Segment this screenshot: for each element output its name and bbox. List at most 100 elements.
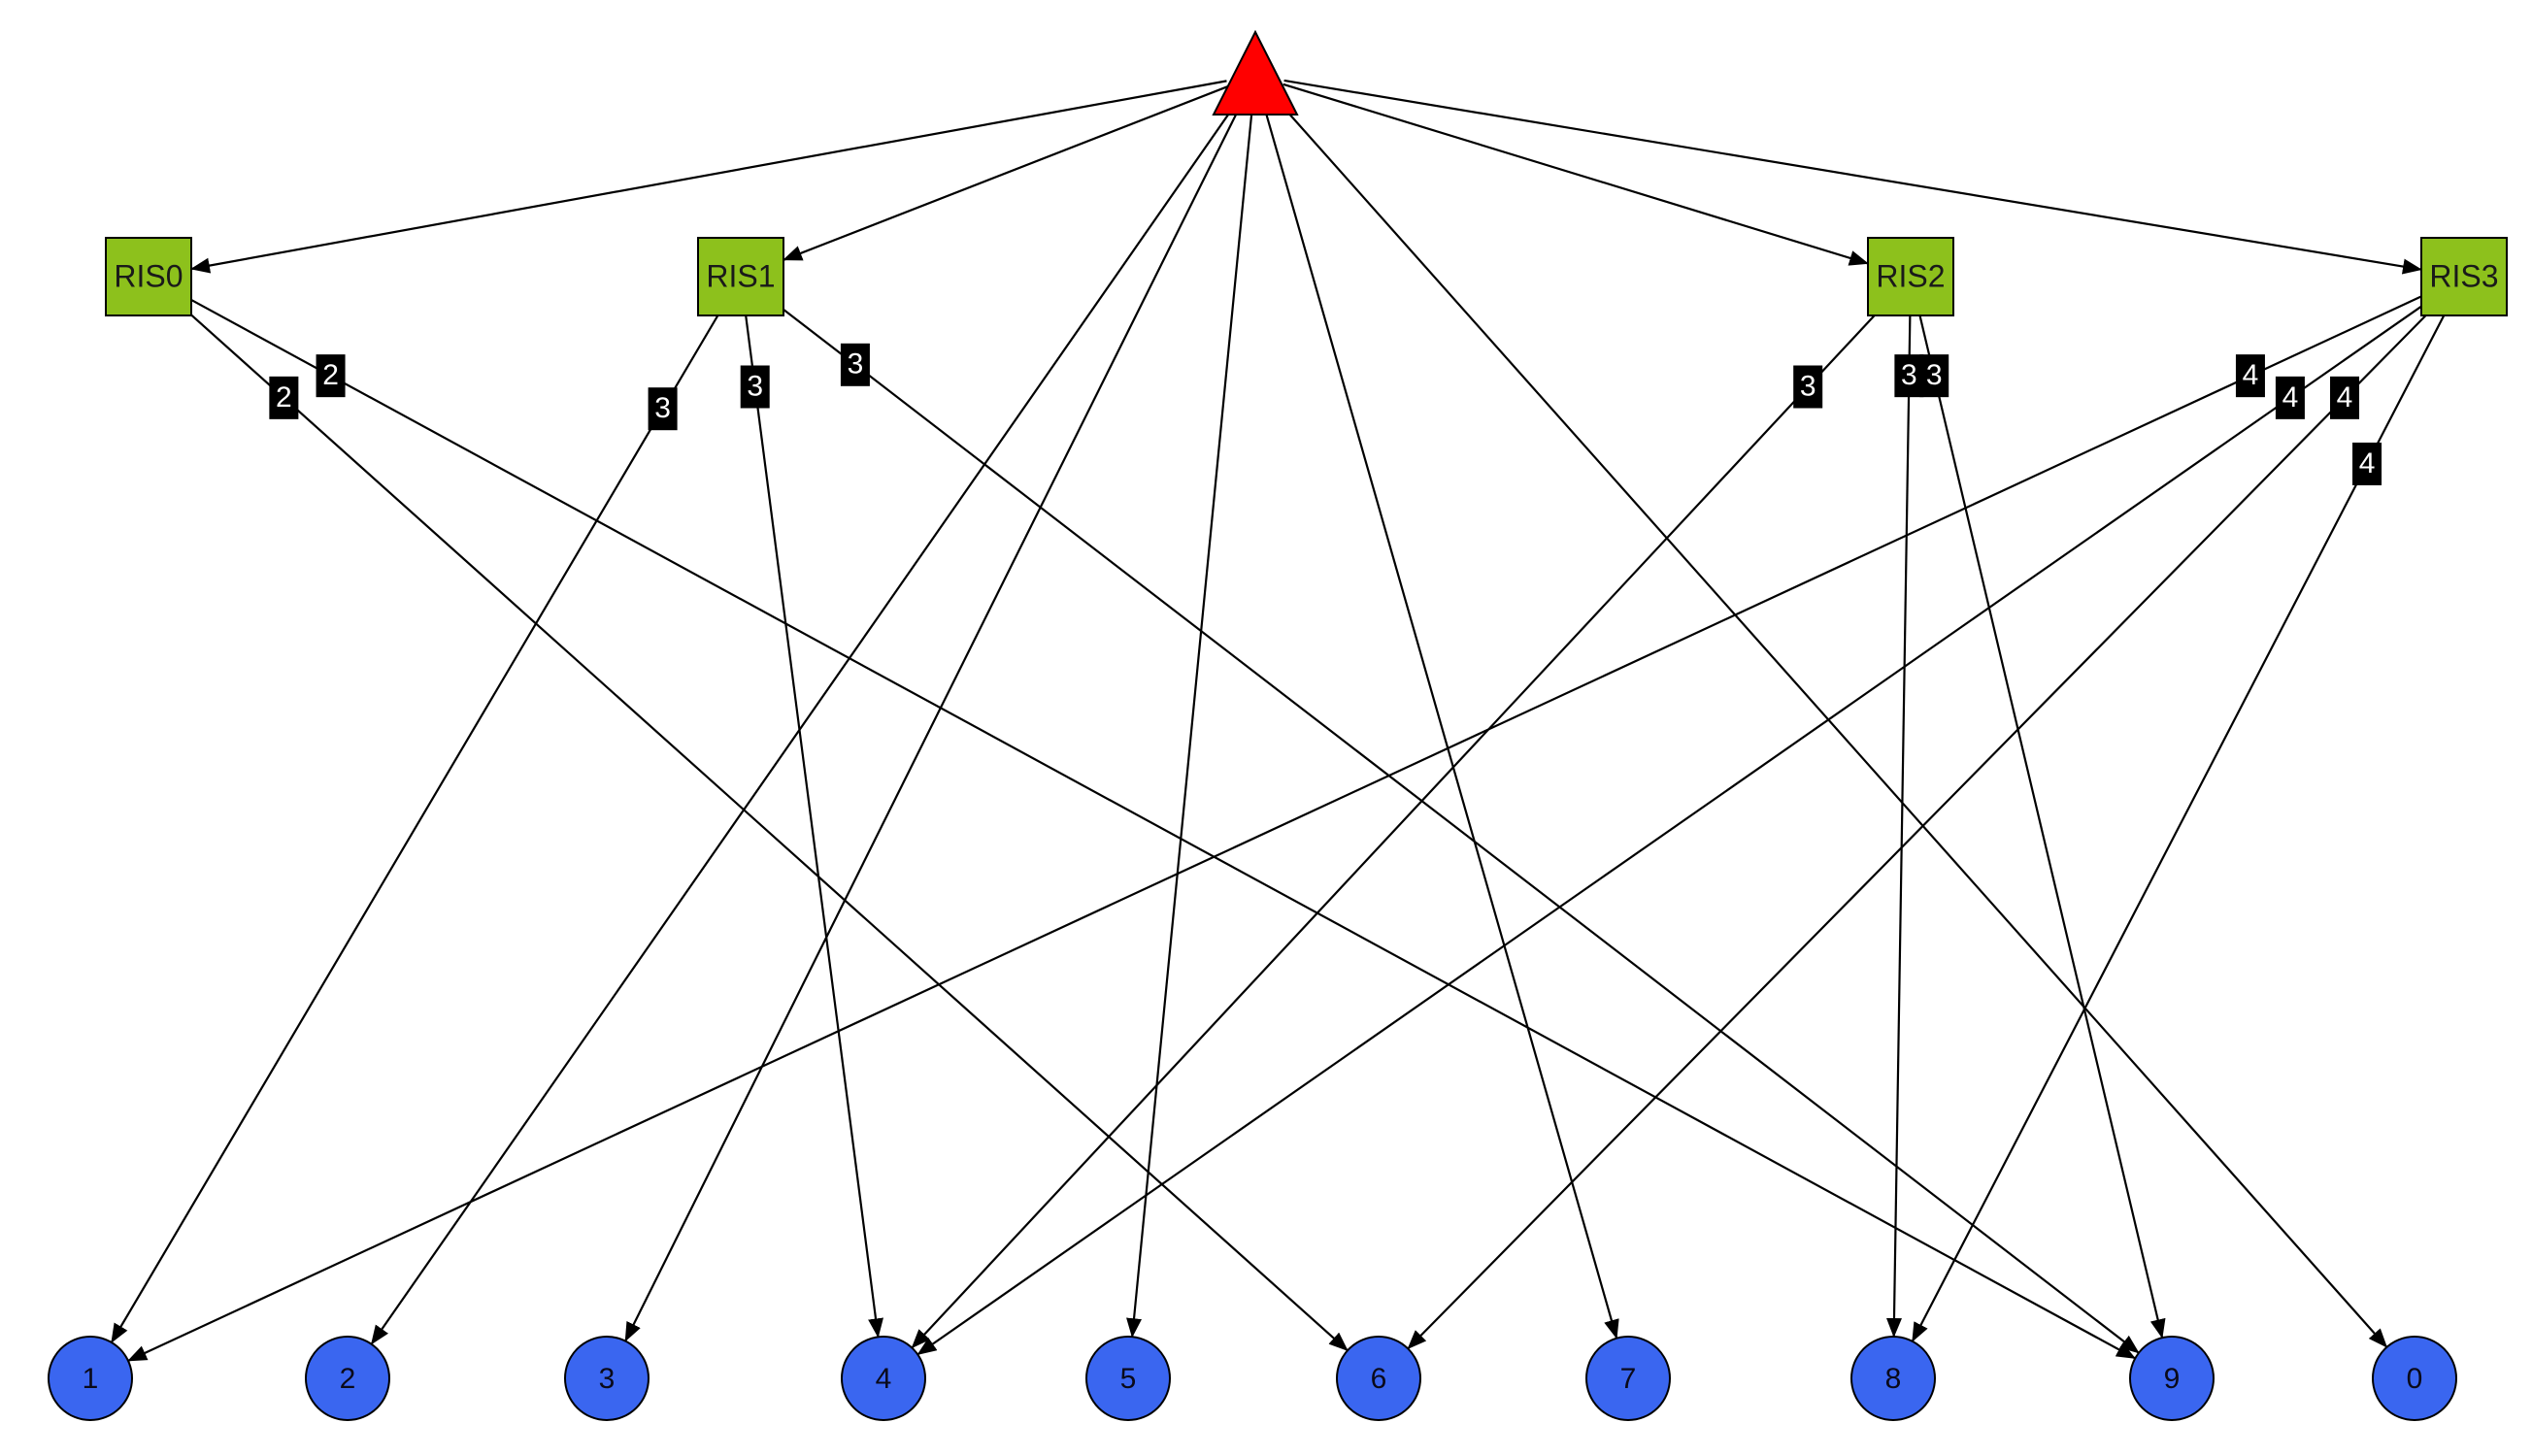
edge-weight-label-bg [2330,376,2360,419]
edge-weight-label: 3 [1919,354,1949,398]
user-node-1: 1 [48,1336,133,1421]
user-node-9: 9 [2129,1336,2215,1421]
edge-ris2-to-u9 [1918,314,2166,1340]
ris-label: RIS2 [1876,258,1945,293]
user-node-2: 2 [305,1336,390,1421]
edge-ris3-to-u6 [1407,314,2427,1350]
edge-weight-label-bg [648,387,678,431]
edge-weight-label-bg [2235,354,2265,398]
user-node-8: 8 [1850,1336,1936,1421]
edge-weight-label-bg [840,343,870,386]
edge-ris3-to-u4 [916,305,2422,1356]
edge-weight-label-bg [2352,442,2382,485]
edge-weight-label: 4 [2330,376,2360,419]
user-label: 6 [1371,1363,1387,1395]
nodes-layer: RIS0 RIS1 RIS2 RIS3 1 2 3 4 5 6 7 8 9 0 [48,29,2508,1421]
edge-weight-label-bg [1894,354,1924,398]
user-node-5: 5 [1085,1336,1171,1421]
ris-box [697,237,784,316]
edge-weight-label-text: 4 [2243,359,2259,391]
user-node-0: 0 [2372,1336,2457,1421]
edge-ris1-to-u9 [783,309,2140,1354]
ris-label: RIS1 [706,258,775,293]
edge-bs-to-ris2 [1283,83,1869,266]
ris-box [2420,237,2508,316]
user-label: 3 [599,1363,616,1395]
edge-bs-to-u0 [1274,96,2388,1348]
edge-ris2-to-u8 [1885,314,1912,1339]
edge-weight-label-text: 4 [2359,447,2376,480]
edge-bs-to-u3 [624,101,1244,1342]
base-station-triangle [1212,29,1299,116]
ris-label: RIS0 [114,258,183,293]
edge-bs-to-u5 [1126,104,1254,1339]
edge-weight-label-text: 3 [1926,359,1943,391]
ris-node-ris3: RIS3 [2420,237,2508,316]
user-label: 0 [2407,1363,2423,1395]
edge-weight-label-bg [316,354,346,398]
edge-bs-to-ris3 [1283,79,2422,275]
ris-box [1867,237,1954,316]
edge-ris1-to-u4 [745,314,883,1339]
edge-ris3-to-u8 [1911,314,2446,1342]
edge-weight-label-text: 2 [276,381,292,414]
edge-weight-label-bg [1919,354,1949,398]
edge-bs-to-u2 [370,98,1240,1345]
user-label: 9 [2164,1363,2181,1395]
edge-weight-label-bg [1793,365,1823,409]
user-node-4: 4 [841,1336,926,1421]
edge-bs-to-ris0 [190,80,1227,274]
edge-weight-label: 3 [1894,354,1924,398]
user-label: 8 [1885,1363,1902,1395]
edges-layer [110,79,2446,1362]
user-circle [1850,1336,1936,1421]
user-circle [1085,1336,1171,1421]
edge-weight-label: 3 [840,343,870,386]
edge-ris2-to-u4 [911,314,1876,1349]
edge-weight-label-text: 3 [747,370,763,402]
edge-weight-label: 3 [740,365,770,409]
edge-weight-label: 4 [2235,354,2265,398]
ris-node-ris1: RIS1 [697,237,784,316]
user-circle [2129,1336,2215,1421]
edge-ris0-to-u6 [190,314,1349,1352]
edge-weight-label: 4 [2352,442,2382,485]
user-circle [564,1336,650,1421]
edge-weight-label-text: 4 [2282,381,2299,414]
edge-weight-label-text: 3 [654,392,671,424]
edge-weight-label: 3 [1793,365,1823,409]
user-circle [48,1336,133,1421]
user-node-3: 3 [564,1336,650,1421]
edge-weight-label-text: 3 [1901,359,1917,391]
user-circle [1585,1336,1671,1421]
user-label: 1 [83,1363,99,1395]
ris-node-ris2: RIS2 [1867,237,1954,316]
ris-label: RIS3 [2429,258,2498,293]
edge-bs-to-u7 [1262,103,1619,1340]
edge-ris0-to-u9 [190,298,2137,1360]
edge-weight-label-text: 4 [2337,381,2353,414]
edge-weight-label: 4 [2275,376,2305,419]
user-node-7: 7 [1585,1336,1671,1421]
edge-weight-label-bg [269,376,299,419]
user-label: 2 [340,1363,356,1395]
edge-weight-label: 2 [269,376,299,419]
edge-weight-label: 2 [316,354,346,398]
edge-weight-label-bg [740,365,770,409]
edge-weight-label-text: 3 [1800,370,1816,402]
user-circle [841,1336,926,1421]
edge-weight-label-text: 3 [848,348,864,381]
ris-box [105,237,192,316]
user-label: 7 [1620,1363,1637,1395]
user-circle [2372,1336,2457,1421]
user-circle [1336,1336,1421,1421]
user-node-6: 6 [1336,1336,1421,1421]
user-label: 4 [876,1363,892,1395]
edge-weight-label: 3 [648,387,678,431]
edge-bs-to-ris1 [783,84,1229,261]
user-circle [305,1336,390,1421]
edge-weight-label-bg [2275,376,2305,419]
ris-node-ris0: RIS0 [105,237,192,316]
user-label: 5 [1120,1363,1137,1395]
